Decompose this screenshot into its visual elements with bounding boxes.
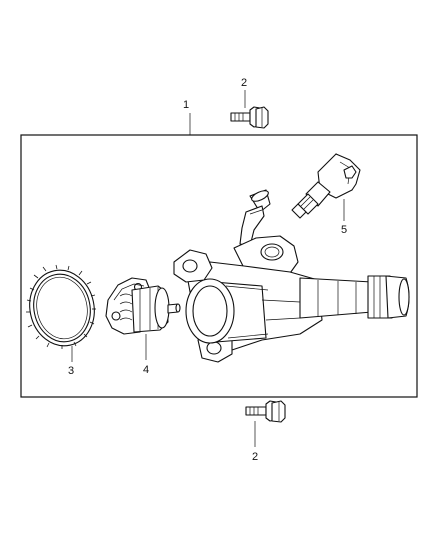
callout-5-label: 5 bbox=[341, 224, 347, 236]
callout-1-label: 1 bbox=[183, 99, 189, 111]
callout-5: 5 bbox=[341, 199, 347, 236]
bolt-icon bbox=[245, 400, 286, 423]
bolt-icon bbox=[230, 106, 269, 129]
callout-2-bottom-label: 2 bbox=[252, 451, 258, 463]
callout-4: 4 bbox=[143, 334, 149, 376]
assembly-frame bbox=[20, 134, 418, 398]
temperature-sensor-icon bbox=[291, 153, 361, 219]
callout-2-top-label: 2 bbox=[241, 77, 247, 89]
callout-1: 1 bbox=[183, 99, 191, 135]
thermostat-housing-icon bbox=[173, 189, 410, 363]
callout-2-top: 2 bbox=[241, 77, 247, 108]
callout-2-bottom: 2 bbox=[252, 421, 258, 463]
thermostat-icon bbox=[105, 277, 181, 335]
callout-3: 3 bbox=[68, 346, 74, 377]
seal-ring-icon bbox=[26, 264, 96, 349]
callout-4-label: 4 bbox=[143, 364, 149, 376]
callout-3-label: 3 bbox=[68, 365, 74, 377]
